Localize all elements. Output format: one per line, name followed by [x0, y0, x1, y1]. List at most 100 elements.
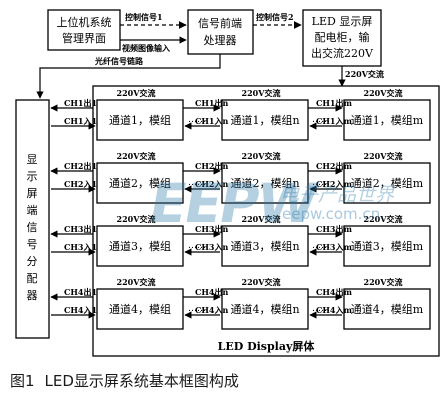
channel-out-label: CH2出1 [64, 161, 97, 171]
module-box [221, 162, 309, 204]
ac-feed-label: 220V交流 [345, 69, 384, 79]
ac-label: 220V交流 [117, 277, 156, 287]
power-cabinet-label-3: 出交流220V [311, 46, 374, 60]
ac-label: 220V交流 [242, 151, 281, 161]
fiber-edge [36, 54, 221, 99]
module-box [96, 288, 184, 330]
link-out-label: CH1出n [195, 98, 228, 108]
module-label: 通道3，模组n [230, 239, 299, 253]
ellipsis-dots: …… [188, 241, 206, 251]
module-box [96, 162, 184, 204]
module-label: 通道2，模组m [351, 176, 424, 190]
link-in-label: CH2入n [195, 179, 228, 189]
channel-in-label: CH1入1 [64, 116, 97, 126]
link-in-label: CH1入n [195, 116, 228, 126]
distributor-char: 配 [27, 272, 38, 285]
distributor-char: 显 [27, 153, 38, 166]
link-in-label: CH3入n [195, 242, 228, 252]
module-box [343, 225, 431, 267]
link-in-label: CH1入m [316, 116, 352, 126]
host-label-2: 管理界面 [62, 31, 106, 45]
module-grid: 通道1，模组220V交流通道1，模组n220V交流通道1，模组m220V交流CH… [50, 88, 431, 330]
distributor-char: 端 [27, 204, 38, 217]
module-label: 通道4，模组 [109, 302, 171, 316]
figure-number: 图1 [10, 372, 35, 390]
link-in-label: CH4入m [316, 305, 352, 315]
channel-in-label: CH4入1 [64, 305, 97, 315]
processor-node [187, 9, 254, 55]
control-1-label: 控制信号1 [125, 12, 163, 22]
ac-label: 220V交流 [364, 214, 403, 224]
channel-in-label: CH3入1 [64, 242, 97, 252]
ac-label: 220V交流 [117, 151, 156, 161]
power-cabinet-node [302, 9, 382, 67]
ac-label: 220V交流 [364, 88, 403, 98]
ac-label: 220V交流 [364, 151, 403, 161]
ellipsis-dots: …… [188, 115, 206, 125]
video-in-label: 视频图像输入 [122, 43, 170, 53]
led-screen-body [92, 85, 440, 357]
channel-out-label: CH3出1 [64, 224, 97, 234]
module-label: 通道1，模组 [109, 113, 171, 127]
ac-label: 220V交流 [242, 214, 281, 224]
ac-label: 220V交流 [117, 88, 156, 98]
fiber-label: 光纤信号链路 [94, 56, 144, 66]
module-box [343, 162, 431, 204]
ellipsis-dots: …… [312, 241, 330, 251]
module-label: 通道3，模组 [109, 239, 171, 253]
module-label: 通道3，模组m [351, 239, 424, 253]
distributor-char: 号 [27, 238, 38, 251]
ac-label: 220V交流 [242, 277, 281, 287]
processor-label-1: 信号前端 [198, 16, 242, 30]
link-out-label: CH4出m [316, 287, 352, 297]
ac-label: 220V交流 [364, 277, 403, 287]
module-box [343, 288, 431, 330]
distributor-char: 信 [27, 221, 38, 234]
module-label: 通道2，模组n [230, 176, 299, 190]
power-cabinet-label-1: LED 显示屏 [312, 15, 373, 28]
link-out-label: CH4出n [195, 287, 228, 297]
screen-label: LED Display屏体 [218, 339, 316, 353]
control-2-label: 控制信号2 [256, 12, 294, 22]
figure-title: LED显示屏系统基本框图构成 [44, 372, 239, 390]
ellipsis-dots: …… [312, 304, 330, 314]
module-label: 通道1，模组n [230, 113, 299, 127]
ellipsis-dots: …… [188, 178, 206, 188]
channel-in-label: CH2入1 [64, 179, 97, 189]
host-node [47, 9, 121, 51]
figure-caption: 图1 LED显示屏系统基本框图构成 [10, 370, 249, 391]
module-box [221, 99, 309, 141]
link-in-label: CH4入n [195, 305, 228, 315]
module-box [221, 225, 309, 267]
power-cabinet-label-2: 配电柜，输 [315, 30, 370, 44]
module-label: 通道1，模组m [351, 113, 424, 127]
host-label-1: 上位机系统 [57, 15, 112, 29]
link-out-label: CH1出m [316, 98, 352, 108]
distributor-char: 示 [27, 170, 38, 183]
distributor-char: 屏 [27, 187, 38, 200]
link-in-label: CH2入m [316, 179, 352, 189]
distributor-char: 器 [27, 289, 38, 302]
channel-out-label: CH4出1 [64, 287, 97, 297]
link-out-label: CH3出m [316, 224, 352, 234]
module-box [96, 99, 184, 141]
ellipsis-dots: …… [188, 304, 206, 314]
module-label: 通道2，模组 [109, 176, 171, 190]
distributor-text: 显 示 屏 端 信 号 分 配 器 [27, 153, 38, 302]
link-out-label: CH3出n [195, 224, 228, 234]
module-label: 通道4，模组n [230, 302, 299, 316]
distributor-char: 分 [27, 255, 38, 268]
processor-label-2: 处理器 [204, 34, 237, 47]
link-out-label: CH2出m [316, 161, 352, 171]
link-out-label: CH2出n [195, 161, 228, 171]
ellipsis-dots: …… [312, 178, 330, 188]
distributor-node [15, 99, 50, 339]
ac-label: 220V交流 [242, 88, 281, 98]
link-in-label: CH3入m [316, 242, 352, 252]
channel-out-label: CH1出1 [64, 98, 97, 108]
module-box [221, 288, 309, 330]
ellipsis-dots: …… [312, 115, 330, 125]
ac-label: 220V交流 [117, 214, 156, 224]
module-box [96, 225, 184, 267]
